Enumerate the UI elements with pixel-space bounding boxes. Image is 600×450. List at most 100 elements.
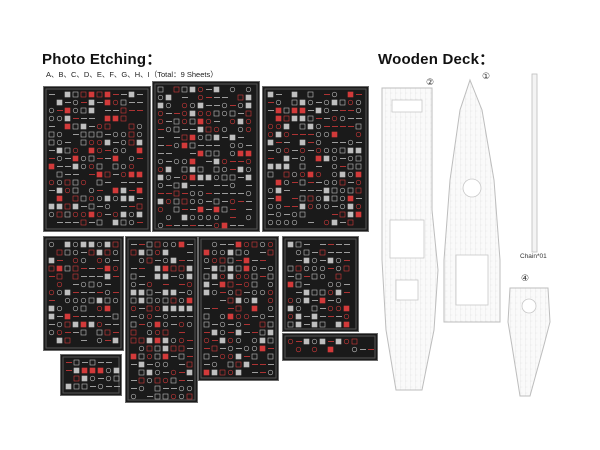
deck-marker-4: ④ xyxy=(521,273,530,283)
etch-part xyxy=(267,249,274,256)
etch-part xyxy=(245,166,252,173)
etch-part xyxy=(112,265,119,272)
etch-part xyxy=(211,241,218,248)
etch-part xyxy=(221,174,228,181)
etch-part xyxy=(80,91,87,98)
etch-part xyxy=(64,115,71,122)
etch-part xyxy=(339,99,346,106)
wooden-deck-title: Wooden Deck： xyxy=(378,51,495,68)
etch-part xyxy=(303,297,310,304)
etch-part xyxy=(347,155,354,162)
etch-part xyxy=(64,211,71,218)
etch-part xyxy=(72,257,79,264)
etch-part xyxy=(315,123,322,130)
etch-part xyxy=(96,91,103,98)
etch-part xyxy=(323,219,330,226)
etch-part xyxy=(243,241,250,248)
etch-part xyxy=(299,123,306,130)
etch-part xyxy=(243,257,250,264)
etch-part xyxy=(64,249,71,256)
etch-part xyxy=(243,297,250,304)
etch-part xyxy=(178,337,185,344)
etch-part xyxy=(189,214,196,221)
etch-part xyxy=(203,281,210,288)
etch-part xyxy=(251,265,258,272)
etch-part xyxy=(80,211,87,218)
etch-part xyxy=(235,313,242,320)
etch-part xyxy=(186,369,193,376)
etch-part xyxy=(81,367,88,374)
etch-part xyxy=(96,297,103,304)
etch-part xyxy=(170,337,177,344)
etch-part xyxy=(355,123,362,130)
etch-part xyxy=(72,107,79,114)
etch-part xyxy=(275,131,282,138)
etch-part xyxy=(112,249,119,256)
etch-part xyxy=(327,257,334,264)
etch-part xyxy=(80,163,87,170)
etch-part xyxy=(229,86,236,93)
etch-part xyxy=(227,337,234,344)
etch-part xyxy=(259,289,266,296)
etch-part xyxy=(130,321,137,328)
etching-detail xyxy=(45,238,122,349)
etch-part xyxy=(283,131,290,138)
etch-part xyxy=(251,297,258,304)
etch-part xyxy=(347,139,354,146)
etch-part xyxy=(181,86,188,93)
etch-part xyxy=(323,107,330,114)
etch-part xyxy=(267,369,274,376)
etch-part xyxy=(104,257,111,264)
etch-part xyxy=(154,345,161,352)
etch-part xyxy=(323,203,330,210)
etch-part xyxy=(64,91,71,98)
etch-part xyxy=(88,155,95,162)
etch-part xyxy=(267,203,274,210)
etch-part xyxy=(181,174,188,181)
etch-part xyxy=(128,171,135,178)
etch-part xyxy=(197,94,204,101)
etch-part xyxy=(229,134,236,141)
etching-sheet-e xyxy=(125,236,198,403)
etch-part xyxy=(331,171,338,178)
etch-part xyxy=(128,163,135,170)
etch-part xyxy=(138,353,145,360)
etch-part xyxy=(275,195,282,202)
etch-part xyxy=(311,305,318,312)
etch-part xyxy=(339,171,346,178)
etch-part xyxy=(331,147,338,154)
etch-part xyxy=(157,198,164,205)
etch-part xyxy=(189,198,196,205)
etch-part xyxy=(105,375,112,382)
etch-part xyxy=(178,385,185,392)
etch-part xyxy=(80,155,87,162)
etch-part xyxy=(251,289,258,296)
etch-part xyxy=(162,377,169,384)
etch-part xyxy=(157,174,164,181)
etch-part xyxy=(275,147,282,154)
etch-part xyxy=(235,289,242,296)
etch-part xyxy=(295,281,302,288)
etch-part xyxy=(227,313,234,320)
etch-part xyxy=(267,123,274,130)
etch-part xyxy=(339,147,346,154)
etch-part xyxy=(235,249,242,256)
etch-part xyxy=(173,118,180,125)
etch-part xyxy=(48,179,55,186)
etch-part xyxy=(154,241,161,248)
etch-part xyxy=(315,155,322,162)
etch-part xyxy=(235,353,242,360)
etch-part xyxy=(128,123,135,130)
etch-part xyxy=(88,281,95,288)
etch-part xyxy=(331,219,338,226)
etch-part xyxy=(89,375,96,382)
etch-part xyxy=(128,139,135,146)
etch-part xyxy=(170,265,177,272)
etch-part xyxy=(56,337,63,344)
etch-part xyxy=(128,211,135,218)
etch-part xyxy=(48,329,55,336)
etch-part xyxy=(178,393,185,400)
etch-part xyxy=(283,179,290,186)
etch-part xyxy=(315,203,322,210)
etch-part xyxy=(130,393,137,400)
